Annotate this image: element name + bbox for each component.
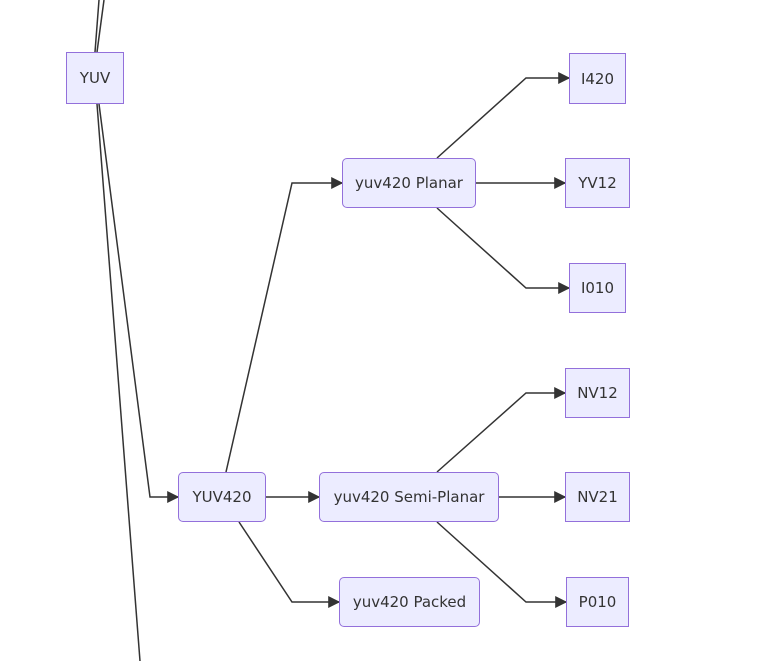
node-yuv420-label: YUV420 xyxy=(192,488,252,506)
node-i420-label: I420 xyxy=(580,69,615,88)
edge-yuv-yuv420 xyxy=(98,103,180,503)
edge-planar-i420 xyxy=(436,72,571,159)
node-p010-label: P010 xyxy=(578,593,617,611)
edge-semi-nv12 xyxy=(436,387,567,473)
node-yuv: YUV xyxy=(66,52,124,104)
node-yuv420: YUV420 xyxy=(178,472,266,522)
node-i010: I010 xyxy=(569,263,626,313)
node-yuv420-semi-planar: yuv420 Semi-Planar xyxy=(319,472,499,522)
edge-semi-p010 xyxy=(436,521,568,608)
node-yuv420-packed-label: yuv420 Packed xyxy=(352,593,467,611)
edge-planar-i010 xyxy=(436,207,571,294)
node-i010-label: I010 xyxy=(580,279,615,297)
node-nv21: NV21 xyxy=(565,472,630,522)
node-nv21-label: NV21 xyxy=(577,488,618,506)
node-nv12: NV12 xyxy=(565,368,630,418)
node-i420: I420 xyxy=(569,53,626,104)
edge-offscreen-top-2 xyxy=(94,0,100,53)
node-yuv420-planar-label: yuv420 Planar xyxy=(355,174,463,192)
node-yuv420-packed: yuv420 Packed xyxy=(339,577,480,627)
node-yuv420-semi-planar-label: yuv420 Semi-Planar xyxy=(333,488,485,506)
node-yv12: YV12 xyxy=(565,158,630,208)
edge-yuv420-packed xyxy=(238,521,341,608)
node-yuv-label: YUV xyxy=(79,69,111,87)
edge-offscreen-bottom xyxy=(96,103,141,661)
node-yuv420-planar: yuv420 Planar xyxy=(342,158,476,208)
node-nv12-label: NV12 xyxy=(577,384,618,402)
edge-offscreen-top-1 xyxy=(96,0,105,53)
node-yv12-label: YV12 xyxy=(578,174,617,192)
node-p010: P010 xyxy=(566,577,629,627)
edge-yuv420-planar xyxy=(225,177,344,473)
